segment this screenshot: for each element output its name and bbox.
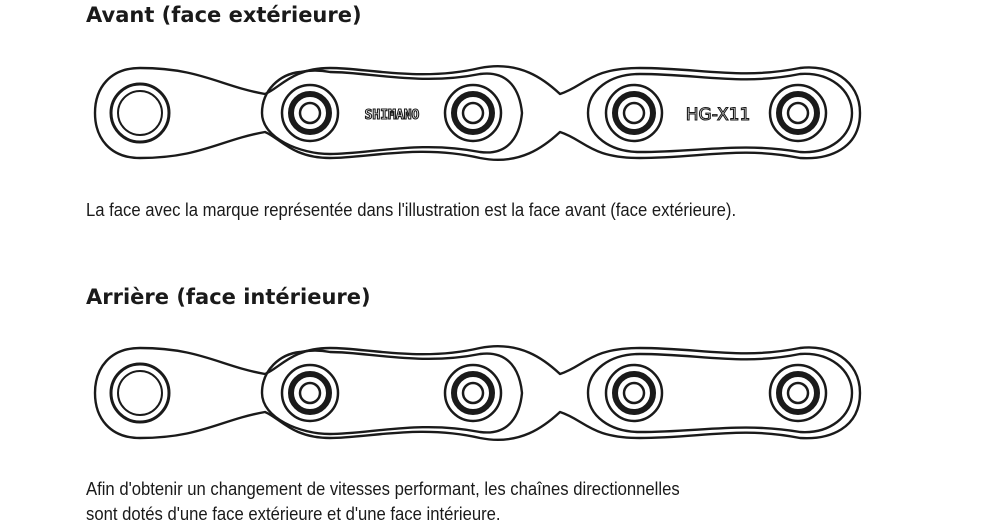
- inner-plate-outline: [260, 69, 524, 156]
- brand-marking: SHIMANO: [365, 108, 420, 123]
- model-marking: HG-X11: [686, 105, 751, 125]
- back-side-heading: Arrière (face intérieure): [86, 285, 371, 309]
- back-side-caption-line-2: sont dotés d'une face extérieure et d'un…: [86, 503, 501, 524]
- roller: [443, 83, 503, 143]
- chain-front-view-diagram: SHIMANO HG-X11: [93, 65, 862, 161]
- roller: [768, 363, 828, 423]
- chain-back-view-diagram: [93, 345, 862, 441]
- rivet: [109, 82, 171, 144]
- roller: [768, 83, 828, 143]
- outer-plate-outline: [93, 65, 862, 161]
- front-side-caption: La face avec la marque représentée dans …: [86, 199, 737, 220]
- inner-plate-outline: [586, 72, 854, 154]
- roller: [280, 363, 340, 423]
- roller: [280, 83, 340, 143]
- outer-plate-outline: [93, 345, 862, 441]
- roller: [604, 83, 664, 143]
- inner-plate-outline: [260, 349, 524, 436]
- front-side-heading: Avant (face extérieure): [86, 3, 362, 27]
- roller: [443, 363, 503, 423]
- inner-plate-outline: [586, 352, 854, 434]
- back-side-caption-line-1: Afin d'obtenir un changement de vitesses…: [86, 478, 680, 499]
- rivet: [109, 362, 171, 424]
- roller: [604, 363, 664, 423]
